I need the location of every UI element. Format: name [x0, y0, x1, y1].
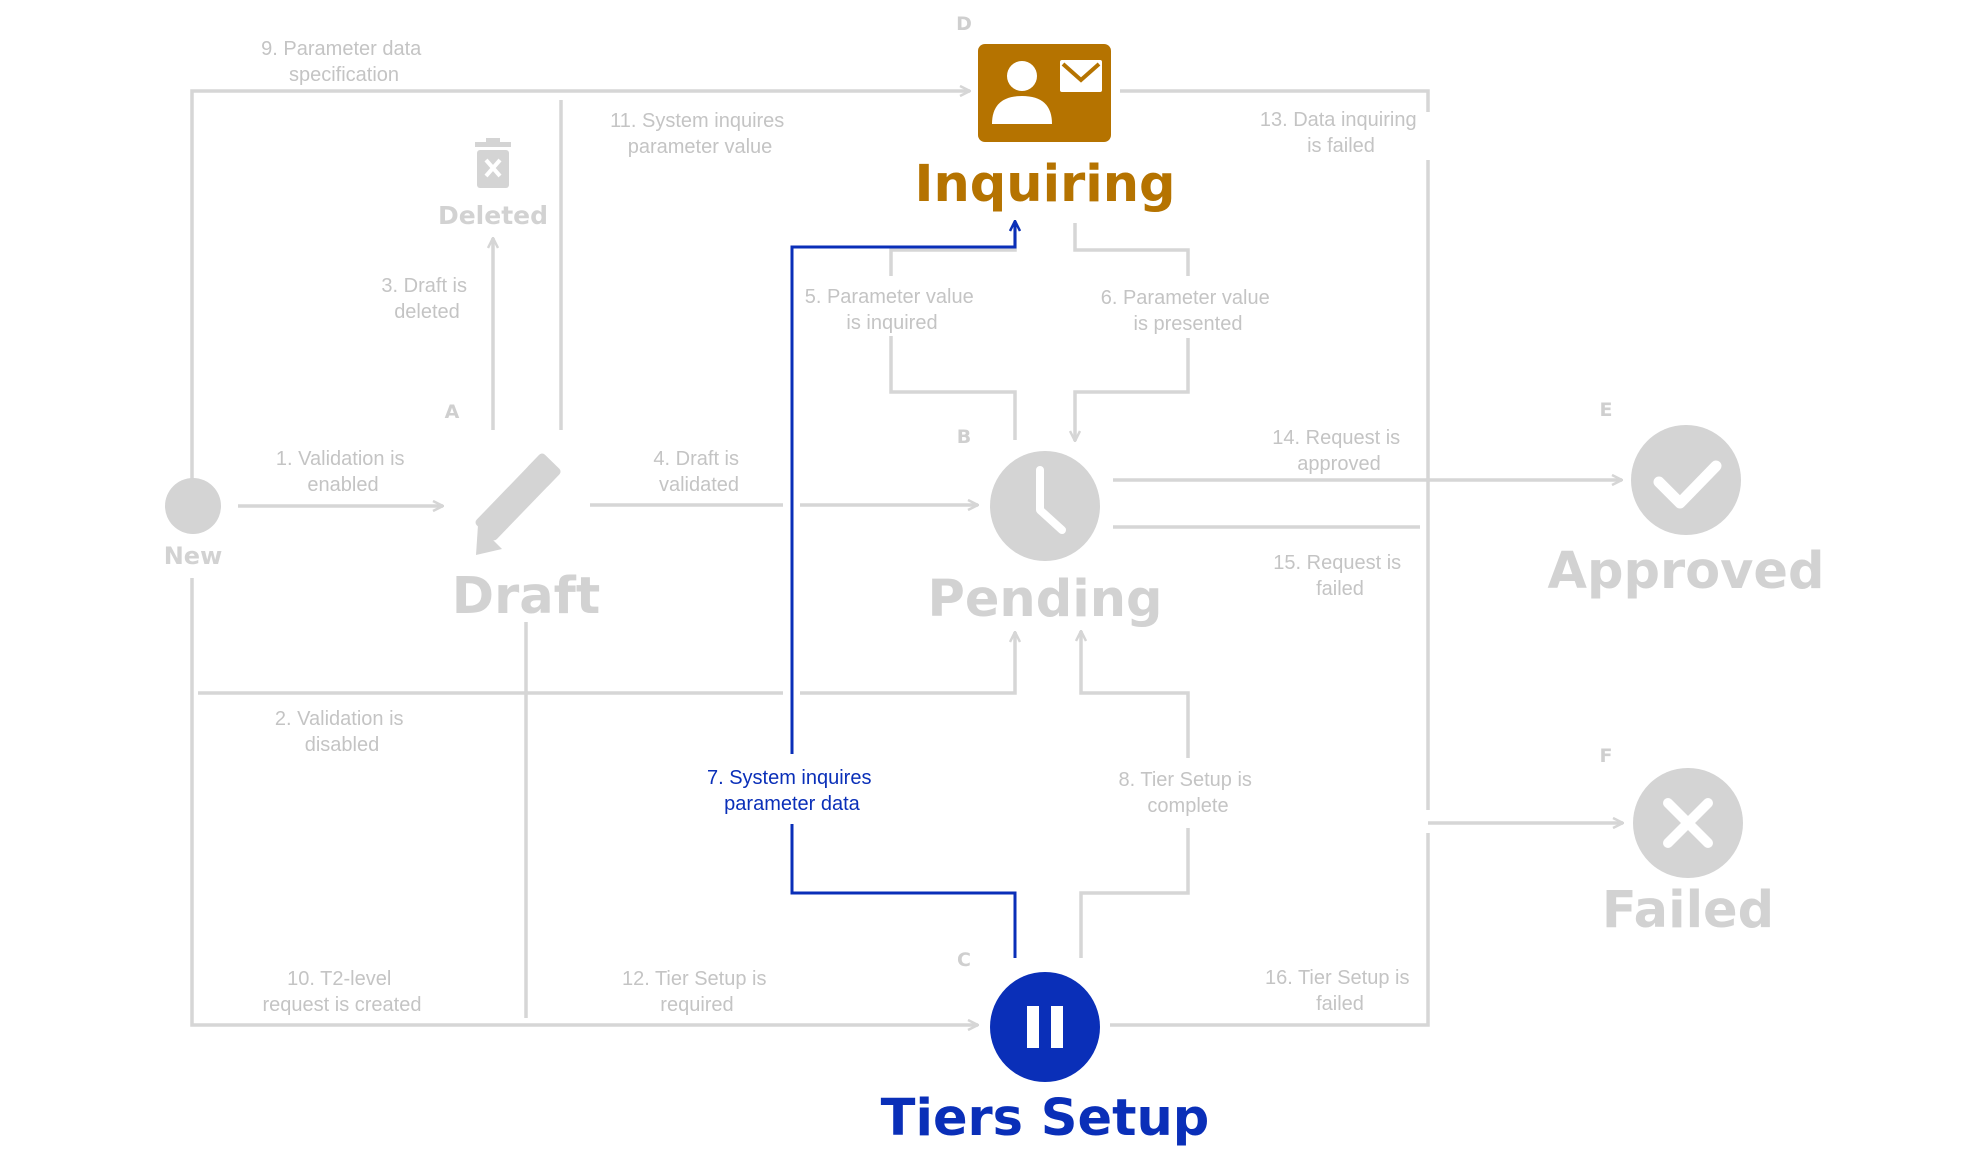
- edge-16: [1110, 833, 1430, 1027]
- draft-letter: A: [445, 401, 460, 423]
- pause-icon: [990, 972, 1100, 1082]
- edge-8: [1079, 828, 1190, 958]
- edge-6: [1073, 223, 1190, 276]
- label-t1: 1. Validation is enabled: [276, 448, 410, 496]
- edge-7-upper: [790, 221, 1015, 754]
- tiers-setup-label: Tiers Setup: [881, 1089, 1210, 1148]
- failed-label: Failed: [1602, 881, 1774, 940]
- inquiring-label: Inquiring: [914, 155, 1175, 214]
- transition-labels: 9. Parameter data specification 11. Syst…: [261, 38, 1422, 1016]
- edge-7-lower: [790, 824, 1017, 958]
- approved-letter: E: [1600, 399, 1613, 421]
- approved-label: Approved: [1547, 542, 1824, 601]
- checkmark-icon: [1631, 425, 1741, 535]
- node-deleted[interactable]: Deleted: [438, 138, 548, 230]
- tiers-setup-letter: C: [957, 949, 971, 971]
- label-t13: 13. Data inquiring is failed: [1260, 109, 1422, 157]
- edge-5: [889, 336, 1017, 440]
- node-draft[interactable]: A Draft: [445, 401, 601, 626]
- draft-label: Draft: [452, 567, 600, 626]
- edge-6b: [1075, 338, 1190, 441]
- new-label: New: [164, 542, 223, 570]
- edge-10: [190, 578, 978, 1025]
- clock-icon: [990, 451, 1100, 561]
- pencil-icon: [475, 453, 561, 555]
- failed-letter: F: [1600, 745, 1613, 767]
- label-t6: 6. Parameter value is presented: [1101, 287, 1276, 335]
- new-dot: [165, 478, 221, 534]
- node-pending[interactable]: B Pending: [927, 426, 1162, 629]
- edge-8b: [1081, 631, 1190, 758]
- pending-label: Pending: [927, 570, 1162, 629]
- inquiring-letter: D: [956, 13, 972, 35]
- label-t7: 7. System inquires parameter data: [707, 767, 877, 815]
- pending-letter: B: [957, 426, 971, 448]
- edge-7-highlighted: [790, 221, 1017, 958]
- deleted-label: Deleted: [438, 201, 548, 230]
- trash-icon: [475, 138, 511, 188]
- edge-9: [190, 91, 970, 500]
- label-t2: 2. Validation is disabled: [275, 708, 409, 756]
- contact-card-icon: [978, 44, 1111, 142]
- label-t5: 5. Parameter value is inquired: [805, 286, 980, 334]
- edge-13: [1120, 89, 1430, 112]
- label-t12: 12. Tier Setup is required: [622, 968, 772, 1016]
- node-tiers-setup[interactable]: C Tiers Setup: [881, 949, 1210, 1148]
- label-t3: 3. Draft is deleted: [381, 275, 472, 323]
- node-inquiring[interactable]: D Inquiring: [914, 13, 1175, 214]
- node-failed[interactable]: F Failed: [1600, 745, 1775, 940]
- x-icon: [1633, 768, 1743, 878]
- node-new[interactable]: New: [164, 478, 223, 570]
- label-t8: 8. Tier Setup is complete: [1119, 769, 1258, 817]
- connectors: [190, 89, 1623, 1027]
- label-t16: 16. Tier Setup is failed: [1265, 967, 1415, 1015]
- label-t10: 10. T2-level request is created: [263, 968, 422, 1016]
- node-approved[interactable]: E Approved: [1547, 399, 1824, 601]
- label-t4: 4. Draft is validated: [653, 448, 744, 496]
- label-t14: 14. Request is approved: [1272, 427, 1405, 475]
- label-t15: 15. Request is failed: [1273, 552, 1406, 600]
- label-t9: 9. Parameter data specification: [261, 38, 427, 86]
- label-t11: 11. System inquires parameter value: [610, 110, 790, 158]
- edge-2b: [800, 632, 1015, 695]
